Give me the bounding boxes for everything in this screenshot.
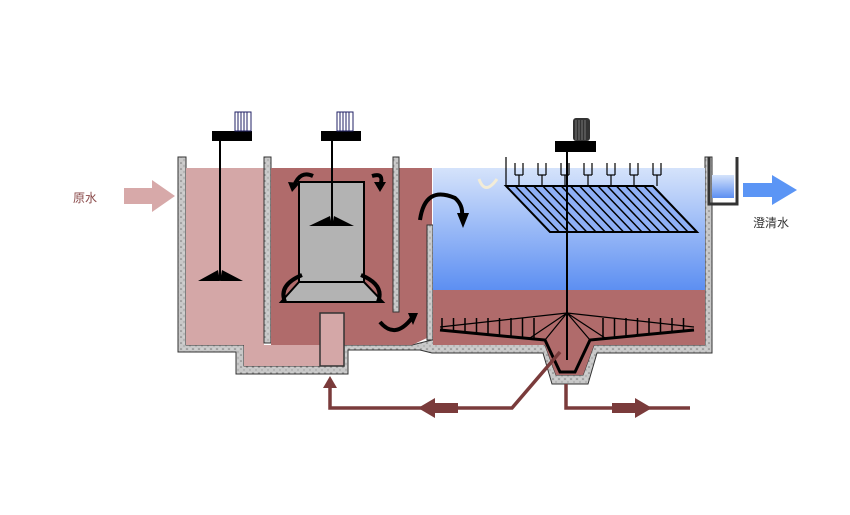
outlet-trough [712,175,734,198]
recirculation-arrow [323,376,337,388]
riser-channel [319,312,345,367]
motor-icon [336,111,354,132]
u-flow-icon [477,178,499,189]
sludge-zone [433,290,705,375]
collector-launders [505,157,662,186]
raw-water-label: 原水 [73,191,98,205]
sludge-scraper [439,312,695,374]
baffle-wall [392,156,400,313]
clarified-water-label: 澄清水 [753,216,790,230]
motor-base [321,131,361,141]
tank2-right-wall [426,224,434,341]
motor-base [212,131,252,141]
waste-sludge-arrow [612,398,652,418]
lamella-plates [503,185,700,233]
impeller [198,270,243,281]
motor-icon [234,111,252,132]
motor-base [555,141,596,152]
clarified-water-arrow [743,175,797,205]
impeller [309,216,354,226]
draft-tube-cone [278,281,386,303]
raw-water-arrow [124,180,175,212]
tank1-right-wall [263,156,272,344]
recirculation-arrow [418,398,458,418]
rapid-mix-tank [186,168,264,345]
